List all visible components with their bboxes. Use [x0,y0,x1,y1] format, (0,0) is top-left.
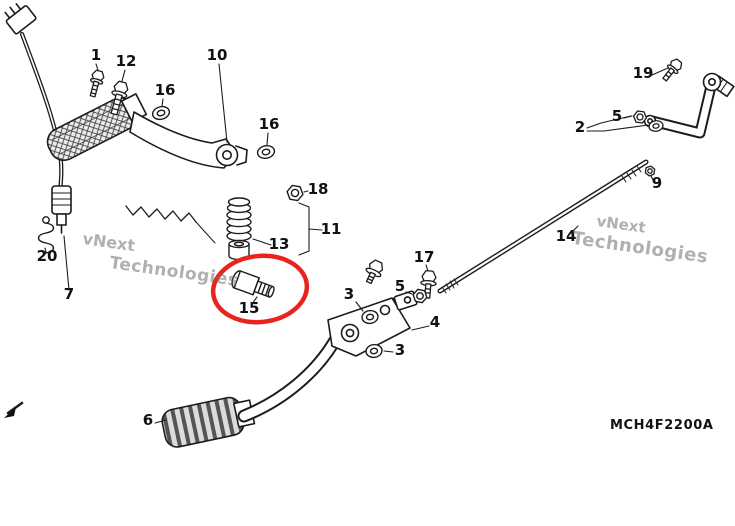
part-label-3: 3 [344,285,354,303]
part-label-18: 18 [308,180,329,198]
part-label-16: 16 [259,115,280,133]
direction-arrow [4,401,24,418]
part-labels: 1 12 16 10 16 18 13 11 20 7 15 17 5 3 4 3 6 19 5 2 9 14 [37,46,663,429]
washer-16-left [151,105,171,121]
bolt-1 [89,69,105,98]
nut-18 [286,184,304,202]
coil-spring-13 [226,197,252,242]
part-label-17: 17 [414,248,435,266]
washer-16-right [256,144,276,160]
bolt-12 [110,80,129,116]
part-label-11: 11 [321,220,342,238]
part-label-10: 10 [207,46,228,64]
part-label-1: 1 [91,46,101,64]
part-label-3: 3 [395,341,405,359]
part-label-13: 13 [269,235,290,253]
footpeg-10 [46,93,248,169]
part-label-14: 14 [556,227,577,245]
brake-pedal-4 [237,290,418,423]
part-label-20: 20 [37,247,58,265]
part-label-2: 2 [575,118,585,136]
diagram-code: MCH4F2200A [610,418,714,433]
washer-3-upper [361,309,379,325]
brake-switch-assembly [4,3,72,234]
part-label-5: 5 [612,107,622,125]
switch-spring-20 [37,216,55,254]
push-rod-14 [437,159,649,294]
shift-lever-2 [643,72,735,139]
part-label-12: 12 [116,52,137,70]
part-label-4: 4 [430,313,440,331]
rod-nut-9 [644,165,656,177]
part-label-19: 19 [633,64,654,82]
nut-5-top [632,110,648,124]
leader-lines [44,63,669,424]
washer-top-right [648,120,664,132]
nut-5-middle [412,288,428,304]
pivot-bolt-15 [231,270,275,298]
return-spring-11 [125,205,216,244]
part-label-9: 9 [652,174,662,192]
part-label-15: 15 [239,299,260,317]
bolt-19 [662,58,683,82]
part-label-7: 7 [64,285,74,303]
part-label-6: 6 [143,411,153,429]
part-label-16: 16 [155,81,176,99]
part-label-5: 5 [395,277,405,295]
highlight-circle-15 [210,253,310,325]
flange-bolt [365,259,383,285]
washer-3-lower [365,343,383,359]
